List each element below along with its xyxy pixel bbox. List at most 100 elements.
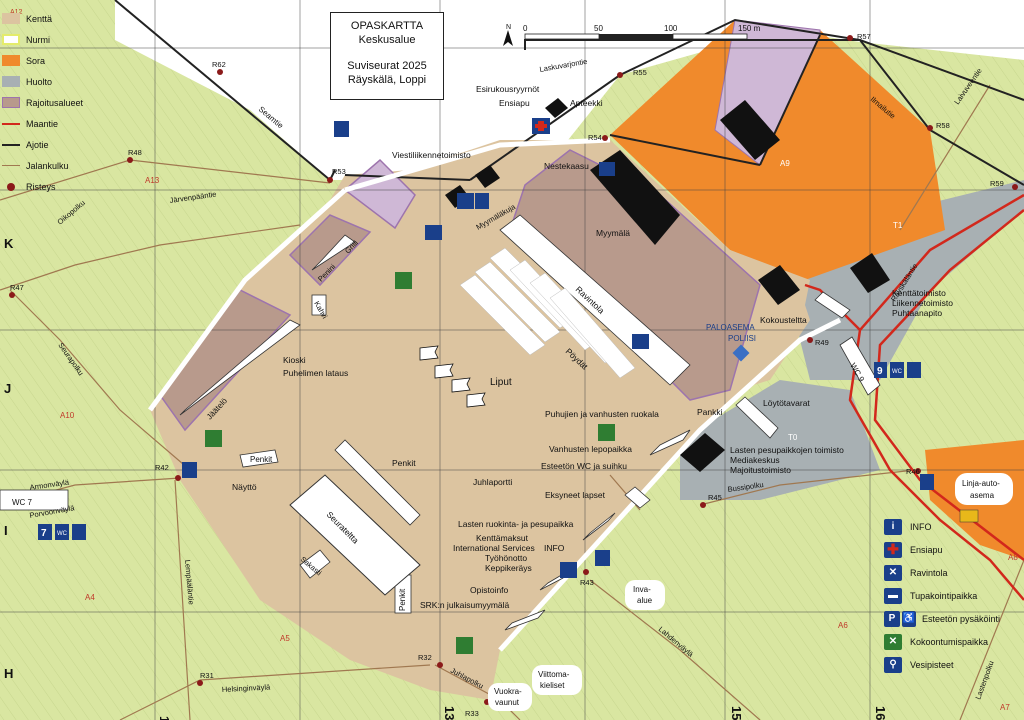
poydat-tables bbox=[459, 247, 636, 379]
scale-50: 50 bbox=[594, 24, 603, 33]
parking-icon: P bbox=[884, 610, 900, 627]
area-a4: A4 bbox=[85, 593, 95, 602]
junction-r45: R45 bbox=[708, 493, 722, 502]
rajoitus-swatch bbox=[2, 97, 20, 108]
rajoitus-grilli bbox=[288, 214, 372, 287]
kentta-swatch bbox=[2, 13, 20, 24]
junction-r48: R48 bbox=[128, 148, 142, 157]
legend-label: Esteetön pysäköinti bbox=[922, 613, 1001, 624]
label-wc-small-9: WC bbox=[892, 369, 903, 375]
label-tyohonotto: Työhönotto bbox=[485, 553, 527, 563]
legend-row-ajotie: Ajotie bbox=[2, 134, 114, 155]
legend-label: Tupakointipaikka bbox=[910, 590, 978, 601]
water-point-icon-2 bbox=[182, 462, 197, 478]
north-arrow-icon bbox=[503, 30, 513, 46]
grid-col-11: 11 bbox=[157, 716, 172, 720]
legend-row-vesipisteet: ⚲Vesipisteet bbox=[884, 653, 1020, 676]
road-lempaalantie: Lempääläntie bbox=[183, 559, 196, 605]
label-kenttatoimisto: Kenttätoimisto bbox=[892, 288, 946, 298]
label-lasten-pesu: Lasten pesupaikkojen toimisto bbox=[730, 445, 844, 455]
restaurant-map-icon bbox=[632, 334, 649, 349]
scale-bar bbox=[503, 30, 748, 46]
badges: Inva- alue Viittoma- kieliset Vuokra- va… bbox=[488, 473, 1013, 711]
label-kenttamaksut: Kenttämaksut bbox=[476, 533, 529, 543]
junction-r47: R47 bbox=[10, 283, 24, 292]
label-mediakeskus: Mediakeskus bbox=[730, 455, 780, 465]
wheelchair-icon: ♿ bbox=[902, 610, 916, 627]
title-line1: OPASKARTTA bbox=[350, 20, 424, 32]
smoking-map-icon bbox=[425, 225, 442, 240]
map-icons bbox=[38, 118, 979, 654]
legend-row-ravintola: ✕ Ravintola bbox=[884, 561, 1020, 584]
meeting-point-icon-3 bbox=[598, 424, 615, 441]
label-vuokra-2: vaunut bbox=[495, 698, 520, 707]
junction-r43: R43 bbox=[580, 578, 594, 587]
area-a5: A5 bbox=[280, 634, 290, 643]
legend-row-huolto: Huolto bbox=[2, 71, 114, 92]
legend-row-kentta: Kenttä bbox=[2, 8, 114, 29]
seurateltta-tent bbox=[289, 474, 421, 596]
legend-row-jalankulku: Jalankulku bbox=[2, 155, 114, 176]
junction-r58: R58 bbox=[936, 121, 950, 130]
label-info-text: INFO bbox=[544, 543, 565, 553]
info-map-icon bbox=[560, 562, 577, 578]
first-aid-icon: ✚ bbox=[884, 541, 902, 558]
scale-0: 0 bbox=[523, 24, 528, 33]
bus-icon bbox=[959, 509, 979, 523]
rajoitus-north-small bbox=[343, 158, 416, 230]
inva-badge bbox=[625, 580, 665, 610]
junction-r55: R55 bbox=[633, 68, 647, 77]
label-esirukous: Esirukousryyrnöt bbox=[476, 84, 540, 94]
label-puhelimen: Puhelimen lataus bbox=[283, 368, 348, 378]
legend-label: Vesipisteet bbox=[910, 659, 954, 670]
ajotie-roads bbox=[114, 0, 1024, 186]
legend-row-sora: Sora bbox=[2, 50, 114, 71]
wc9-number-box bbox=[874, 362, 887, 378]
shop-cart-icon bbox=[599, 162, 615, 176]
label-vuokra-1: Vuokra- bbox=[494, 687, 522, 696]
legend-label: Kokoontumispaikka bbox=[910, 636, 989, 647]
label-kioski: Kioski bbox=[283, 355, 306, 365]
label-penkit-3: Penkit bbox=[398, 588, 407, 611]
ajotie-line bbox=[2, 143, 20, 146]
risteys-dot bbox=[7, 182, 15, 191]
area-a10: A10 bbox=[60, 411, 75, 420]
legend-row-ensiapu: ✚Ensiapu bbox=[884, 538, 1020, 561]
crosswalk-icon bbox=[920, 474, 934, 490]
title-line4: Räyskälä, Loppi bbox=[347, 74, 427, 86]
label-num9: 9 bbox=[877, 366, 883, 377]
scale-150: 150 m bbox=[738, 24, 761, 33]
legend-label: Risteys bbox=[26, 181, 56, 192]
legend-label: Ravintola bbox=[910, 567, 948, 578]
label-puhujien: Puhujien ja vanhusten ruokala bbox=[545, 409, 659, 419]
junction-r57: R57 bbox=[857, 32, 871, 41]
area-t0: T0 bbox=[788, 433, 798, 442]
area-a9: A9 bbox=[780, 159, 790, 168]
grid-row-i: I bbox=[4, 523, 8, 538]
water-point-icon-1 bbox=[334, 121, 349, 137]
meeting-point-icon-2 bbox=[205, 430, 222, 447]
label-viestilii: Viestiliikennetoimisto bbox=[392, 150, 471, 160]
label-juhlaportti: Juhlaportti bbox=[473, 477, 512, 487]
junction-r49: R49 bbox=[815, 338, 829, 347]
legend-row-kokoontumis: ✕Kokoontumispaikka bbox=[884, 630, 1020, 653]
label-loytotavarat: Löytötavarat bbox=[763, 398, 810, 408]
map-title-box: OPASKARTTA Keskusalue Suviseurat 2025 Rä… bbox=[330, 12, 444, 100]
label-wc7: WC 7 bbox=[12, 498, 33, 507]
legend-label: Huolto bbox=[26, 76, 53, 87]
restaurant-icon: ✕ bbox=[884, 564, 902, 581]
legend-label: Ajotie bbox=[26, 139, 49, 150]
meeting-point-icon-1 bbox=[395, 272, 412, 289]
maantie-line bbox=[2, 122, 20, 125]
legend-row-risteys: Risteys bbox=[2, 176, 114, 197]
title-line3: Suviseurat 2025 bbox=[347, 60, 427, 72]
area-a12: A12 bbox=[10, 9, 23, 16]
junction-r62: R62 bbox=[212, 60, 226, 69]
title-line2: Keskusalue bbox=[358, 34, 416, 46]
meeting-point-icon-4 bbox=[456, 637, 473, 654]
area-a8: A8 bbox=[1008, 553, 1018, 562]
label-international: International Services bbox=[453, 543, 535, 553]
label-myymala: Myymälä bbox=[596, 228, 630, 238]
